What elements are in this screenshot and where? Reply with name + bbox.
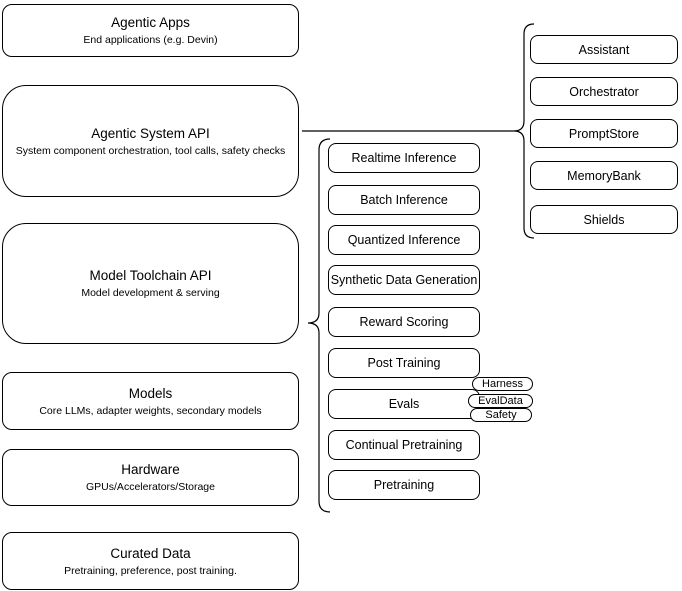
toolchain-box-post-training: Post Training bbox=[328, 348, 480, 378]
box-subtitle: GPUs/Accelerators/Storage bbox=[86, 481, 215, 493]
toolchain-box-batch-inference: Batch Inference bbox=[328, 185, 480, 215]
left-box-agentic-system-api: Agentic System API System component orch… bbox=[2, 85, 299, 197]
left-box-curated-data: Curated Data Pretraining, preference, po… bbox=[2, 532, 299, 590]
box-title: Model Toolchain API bbox=[89, 268, 212, 283]
system-box-shields: Shields bbox=[530, 205, 678, 234]
left-box-agentic-apps: Agentic Apps End applications (e.g. Devi… bbox=[2, 4, 299, 57]
toolchain-box-realtime-inference: Realtime Inference bbox=[328, 143, 480, 173]
evals-tag-evaldata: EvalData bbox=[468, 394, 533, 408]
box-title: Agentic Apps bbox=[111, 15, 190, 30]
box-subtitle: Model development & serving bbox=[81, 287, 220, 299]
box-title: Agentic System API bbox=[91, 125, 210, 141]
box-subtitle: System component orchestration, tool cal… bbox=[15, 144, 286, 157]
evals-tag-harness: Harness bbox=[472, 377, 533, 391]
box-subtitle: End applications (e.g. Devin) bbox=[83, 34, 218, 46]
toolchain-box-synthetic-data-generation: Synthetic Data Generation bbox=[328, 265, 480, 295]
left-box-model-toolchain-api: Model Toolchain API Model development & … bbox=[2, 223, 299, 344]
system-box-memorybank: MemoryBank bbox=[530, 161, 678, 190]
toolchain-box-reward-scoring: Reward Scoring bbox=[328, 307, 480, 337]
toolchain-box-continual-pretraining: Continual Pretraining bbox=[328, 430, 480, 460]
toolchain-box-quantized-inference: Quantized Inference bbox=[328, 225, 480, 255]
box-title: Curated Data bbox=[110, 545, 191, 561]
box-title: Hardware bbox=[121, 462, 180, 477]
box-title: Models bbox=[128, 385, 173, 401]
box-subtitle: Pretraining, preference, post training. bbox=[64, 564, 237, 577]
system-box-promptstore: PromptStore bbox=[530, 119, 678, 148]
toolchain-group-brace bbox=[307, 138, 331, 513]
evals-tag-safety: Safety bbox=[470, 408, 532, 422]
toolchain-box-evals: Evals bbox=[328, 389, 480, 419]
system-box-orchestrator: Orchestrator bbox=[530, 77, 678, 106]
left-box-models: Models Core LLMs, adapter weights, secon… bbox=[2, 372, 299, 430]
box-subtitle: Core LLMs, adapter weights, secondary mo… bbox=[39, 404, 262, 417]
system-box-assistant: Assistant bbox=[530, 35, 678, 64]
system-group-brace bbox=[513, 23, 535, 239]
toolchain-box-pretraining: Pretraining bbox=[328, 470, 480, 500]
left-box-hardware: Hardware GPUs/Accelerators/Storage bbox=[2, 449, 299, 506]
